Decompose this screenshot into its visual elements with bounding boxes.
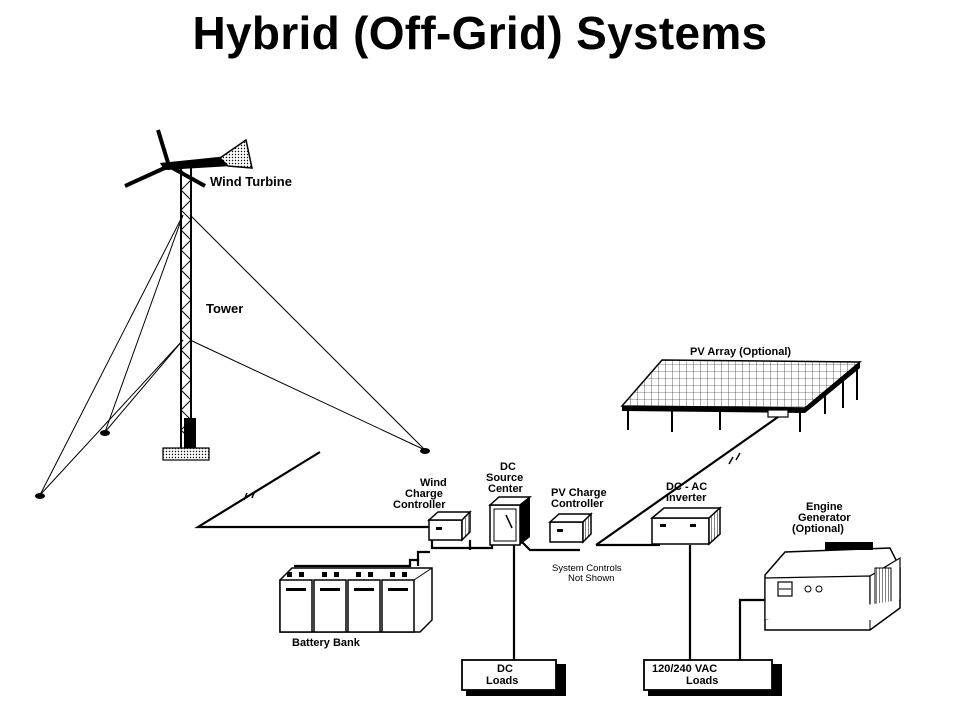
dc-loads-label: DC Loads: [486, 663, 518, 687]
battery-cell: [279, 572, 313, 633]
ac-loads-box: [643, 659, 782, 696]
system-controls-note: System Controls Not Shown: [552, 563, 624, 584]
dc-source-center: [488, 496, 533, 546]
pv-array-label: PV Array (Optional): [690, 346, 791, 358]
wire-generator: [738, 598, 765, 660]
dc-source-center-label: DC Source Center: [486, 461, 526, 495]
wind-wire: [194, 451, 430, 529]
wind-charge-controller: [427, 510, 472, 542]
wind-charge-controller-label: Wind Charge Controller: [393, 477, 450, 511]
engine-generator-label: Engine Generator (Optional): [792, 501, 854, 535]
pv-charge-controller: [548, 512, 593, 544]
ac-loads-label: 120/240 VAC Loads: [652, 663, 720, 687]
battery-bank: [279, 550, 433, 633]
engine-generator: [764, 542, 901, 631]
battery-cell: [381, 572, 415, 633]
page-title: Hybrid (Off-Grid) Systems: [192, 7, 768, 59]
wind-turbine: [35, 129, 430, 499]
dc-loads-box: [461, 659, 566, 696]
tower-label: Tower: [206, 301, 243, 316]
disconnect-symbol: [243, 490, 256, 501]
battery-cell: [313, 572, 347, 633]
wire-wind-to-dc: [430, 540, 494, 550]
dc-ac-inverter: [649, 506, 722, 546]
pv-array: [620, 359, 863, 432]
inverter-label: DC - AC Inverter: [666, 481, 710, 504]
wire-dc-to-pv: [519, 539, 580, 552]
tower: [162, 168, 210, 461]
wind-turbine-label: Wind Turbine: [210, 174, 292, 189]
battery-cell: [347, 572, 381, 633]
battery-bank-label: Battery Bank: [292, 637, 361, 649]
disconnect-symbol: [728, 452, 741, 465]
pv-wire: [595, 416, 779, 546]
pv-charge-controller-label: PV Charge Controller: [551, 487, 610, 510]
